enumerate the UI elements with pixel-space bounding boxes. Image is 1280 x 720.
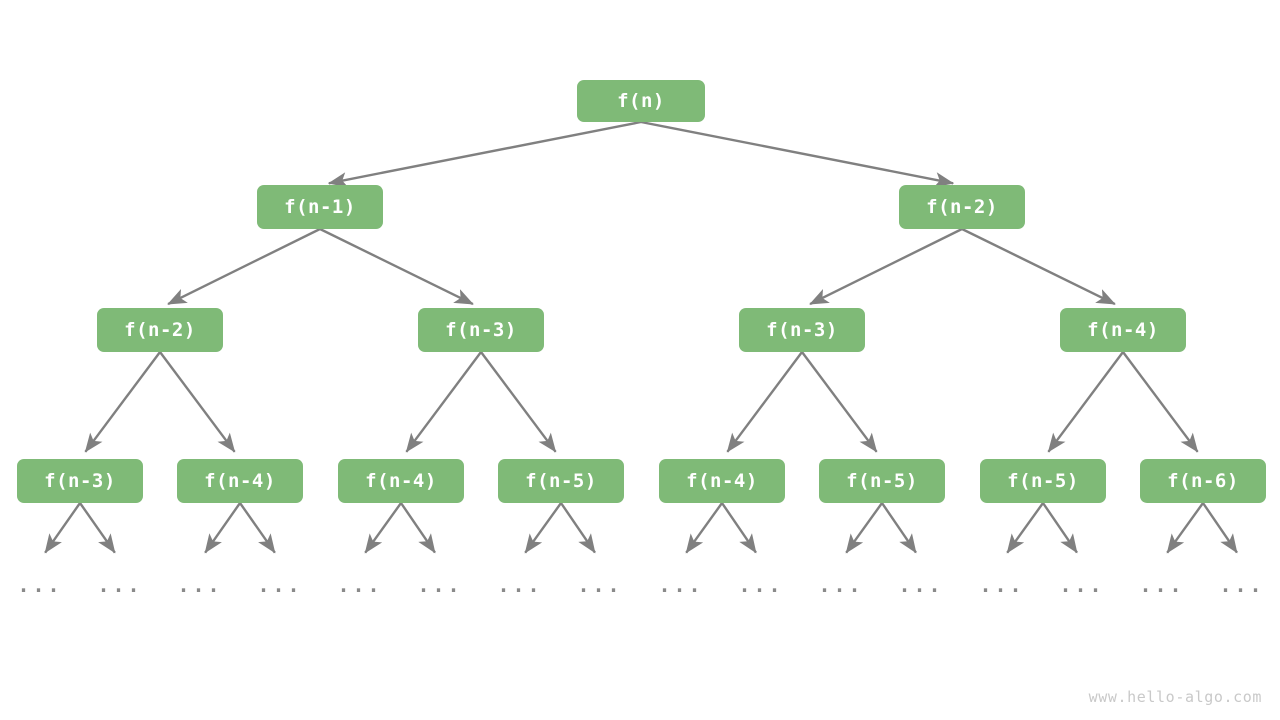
tree-node-label: f(n-4)	[686, 470, 758, 492]
ellipsis-marker: ...	[1059, 573, 1105, 597]
tree-edge-leaf-12	[1006, 502, 1044, 554]
ellipsis-marker: ...	[658, 573, 704, 597]
tree-node-n7: f(n-3)	[17, 459, 143, 503]
tree-edge-leaf-7	[560, 502, 596, 554]
watermark: www.hello-algo.com	[1088, 688, 1262, 706]
tree-node-label: f(n-5)	[1007, 470, 1079, 492]
tree-node-n14: f(n-6)	[1140, 459, 1266, 503]
tree-edge-n4-n9	[405, 351, 482, 453]
tree-node-label: f(n)	[617, 90, 665, 112]
ellipsis-marker: ...	[818, 573, 864, 597]
ellipsis-marker: ...	[337, 573, 383, 597]
tree-edge-leaf-8	[685, 502, 723, 554]
tree-edge-n6-n14	[1122, 351, 1199, 453]
tree-edge-n6-n13	[1047, 351, 1124, 453]
tree-node-label: f(n-4)	[204, 470, 276, 492]
tree-node-n10: f(n-5)	[498, 459, 624, 503]
tree-edge-leaf-6	[524, 502, 562, 554]
tree-edge-leaf-13	[1042, 502, 1078, 554]
tree-edge-leaf-0	[44, 502, 81, 554]
tree-node-n5: f(n-3)	[739, 308, 865, 352]
ellipsis-marker: ...	[417, 573, 463, 597]
tree-edge-n0-n1	[327, 120, 642, 188]
tree-edges	[44, 120, 1238, 554]
tree-edge-leaf-9	[721, 502, 757, 554]
ellipsis-marker: ...	[497, 573, 543, 597]
ellipsis-marker: ...	[898, 573, 944, 597]
ellipsis-marker: ...	[97, 573, 143, 597]
ellipsis-marker: ...	[979, 573, 1025, 597]
tree-node-label: f(n-3)	[445, 319, 517, 341]
tree-edge-leaf-15	[1202, 502, 1238, 554]
tree-edge-n4-n10	[480, 351, 557, 453]
tree-edge-n3-n7	[84, 351, 161, 453]
tree-node-n4: f(n-3)	[418, 308, 544, 352]
tree-node-n2: f(n-2)	[899, 185, 1025, 229]
tree-node-n1: f(n-1)	[257, 185, 383, 229]
ellipsis-marker: ...	[257, 573, 303, 597]
tree-node-n8: f(n-4)	[177, 459, 303, 503]
tree-edge-leaf-10	[845, 502, 883, 554]
tree-node-n13: f(n-5)	[980, 459, 1106, 503]
tree-edge-n5-n11	[726, 351, 803, 453]
tree-node-label: f(n-2)	[124, 319, 196, 341]
tree-node-label: f(n-6)	[1167, 470, 1239, 492]
tree-edge-leaf-5	[400, 502, 436, 554]
ellipsis-marker: ...	[1139, 573, 1185, 597]
tree-node-label: f(n-4)	[1087, 319, 1159, 341]
tree-edge-n3-n8	[159, 351, 236, 453]
ellipsis-marker: ...	[177, 573, 223, 597]
tree-edge-leaf-3	[239, 502, 276, 554]
tree-node-n3: f(n-2)	[97, 308, 223, 352]
tree-node-n9: f(n-4)	[338, 459, 464, 503]
tree-edge-n0-n2	[640, 120, 955, 188]
tree-node-n12: f(n-5)	[819, 459, 945, 503]
tree-edge-leaf-1	[79, 502, 116, 554]
tree-node-label: f(n-5)	[525, 470, 597, 492]
tree-node-label: f(n-3)	[44, 470, 116, 492]
tree-edge-leaf-11	[881, 502, 917, 554]
tree-node-n11: f(n-4)	[659, 459, 785, 503]
tree-node-label: f(n-4)	[365, 470, 437, 492]
tree-edge-n5-n12	[801, 351, 878, 453]
ellipsis-marker: ...	[577, 573, 623, 597]
tree-edge-n2-n5	[809, 227, 963, 306]
tree-edge-leaf-4	[364, 502, 402, 554]
ellipsis-marker: ...	[17, 573, 63, 597]
tree-node-label: f(n-5)	[846, 470, 918, 492]
tree-edge-n2-n6	[961, 227, 1116, 306]
tree-node-label: f(n-2)	[926, 196, 998, 218]
ellipsis-marker: ...	[1219, 573, 1265, 597]
tree-edge-leaf-14	[1166, 502, 1204, 554]
tree-node-n6: f(n-4)	[1060, 308, 1186, 352]
tree-edge-n1-n3	[167, 227, 321, 306]
ellipsis-marker: ...	[738, 573, 784, 597]
tree-node-label: f(n-3)	[766, 319, 838, 341]
tree-edge-leaf-2	[204, 502, 241, 554]
tree-edge-n1-n4	[319, 227, 474, 306]
tree-node-n0: f(n)	[577, 80, 705, 122]
tree-node-label: f(n-1)	[284, 196, 356, 218]
